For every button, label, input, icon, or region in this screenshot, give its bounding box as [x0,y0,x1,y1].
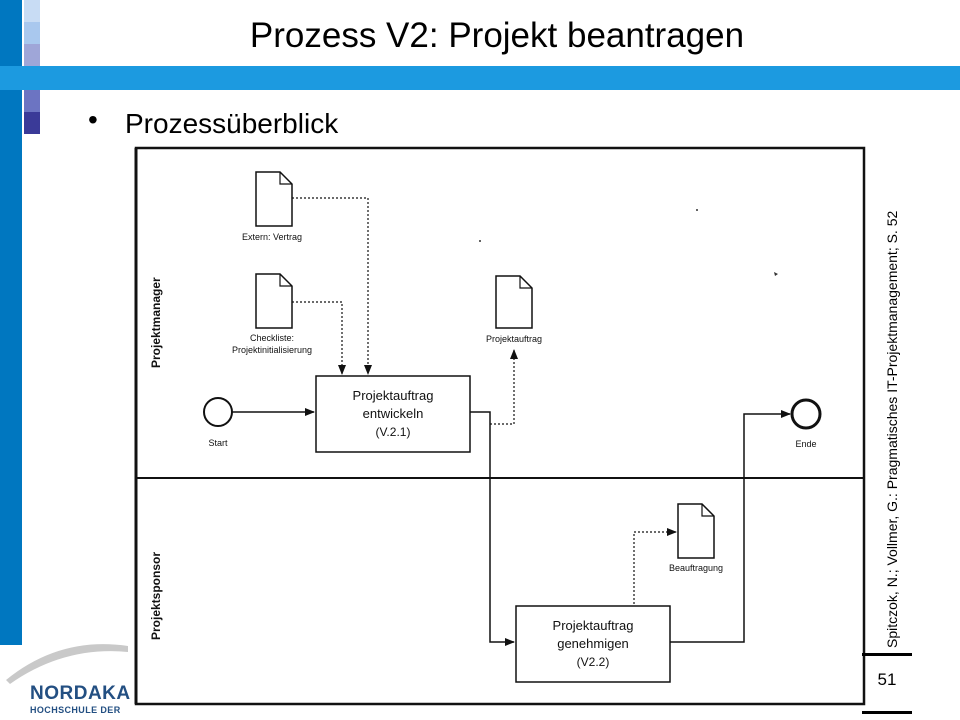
task-approve [515,605,671,683]
document-label-checkliste: Checkliste: [250,333,294,343]
task-approve-line3: (V2.2) [577,655,610,669]
logo-wordmark: NORDAKA [30,683,131,704]
document-label-checkliste-2: Projektinitialisierung [232,345,312,355]
flow-arrow [670,410,791,643]
logo-subtitle: HOCHSCHULE DER [30,705,121,715]
data-association [292,301,346,375]
page-number: 51 [877,670,897,689]
start-event [203,397,233,427]
scan-speck [774,272,778,276]
bullet-icon: • [88,104,98,135]
document-label-projektauftrag: Projektauftrag [486,334,542,344]
lane-label-manager: Projektmanager [149,277,163,368]
accent-square [24,22,40,44]
task-approve-line2: genehmigen [557,636,629,651]
page-number-rule [862,711,912,714]
start-label: Start [208,438,228,448]
data-association [490,349,518,425]
task-develop-line3: (V.2.1) [376,425,411,439]
accent-square [24,44,40,66]
logo-swoosh [6,644,128,684]
bullet-text: Prozessüberblick [125,108,339,139]
document-icon [677,503,715,559]
accent-square [24,90,40,112]
document-label-vertrag: Extern: Vertrag [242,232,302,242]
accent-square [24,0,40,22]
task-develop [315,375,471,453]
left-accent-bar [0,0,22,645]
data-association [292,197,372,375]
document-label-beauftragung: Beauftragung [669,563,723,573]
scan-speck [696,209,698,211]
source-citation: Spitczok, N.; Vollmer, G.: Pragmatisches… [884,210,900,648]
document-icon [495,275,533,329]
scan-speck [479,240,481,242]
end-event [790,398,822,430]
task-develop-line1: Projektauftrag [353,388,434,403]
document-icon [255,171,293,227]
title-underline-bar [0,66,960,90]
slide-title: Prozess V2: Projekt beantragen [249,16,745,55]
document-icon [255,273,293,329]
data-association [633,528,677,604]
flow-arrow [470,411,515,646]
page-number-rule [862,653,912,656]
lane-label-sponsor: Projektsponsor [149,552,163,640]
task-approve-line1: Projektauftrag [553,618,634,633]
accent-square [24,112,40,134]
end-label: Ende [795,439,816,449]
task-develop-line2: entwickeln [363,406,424,421]
